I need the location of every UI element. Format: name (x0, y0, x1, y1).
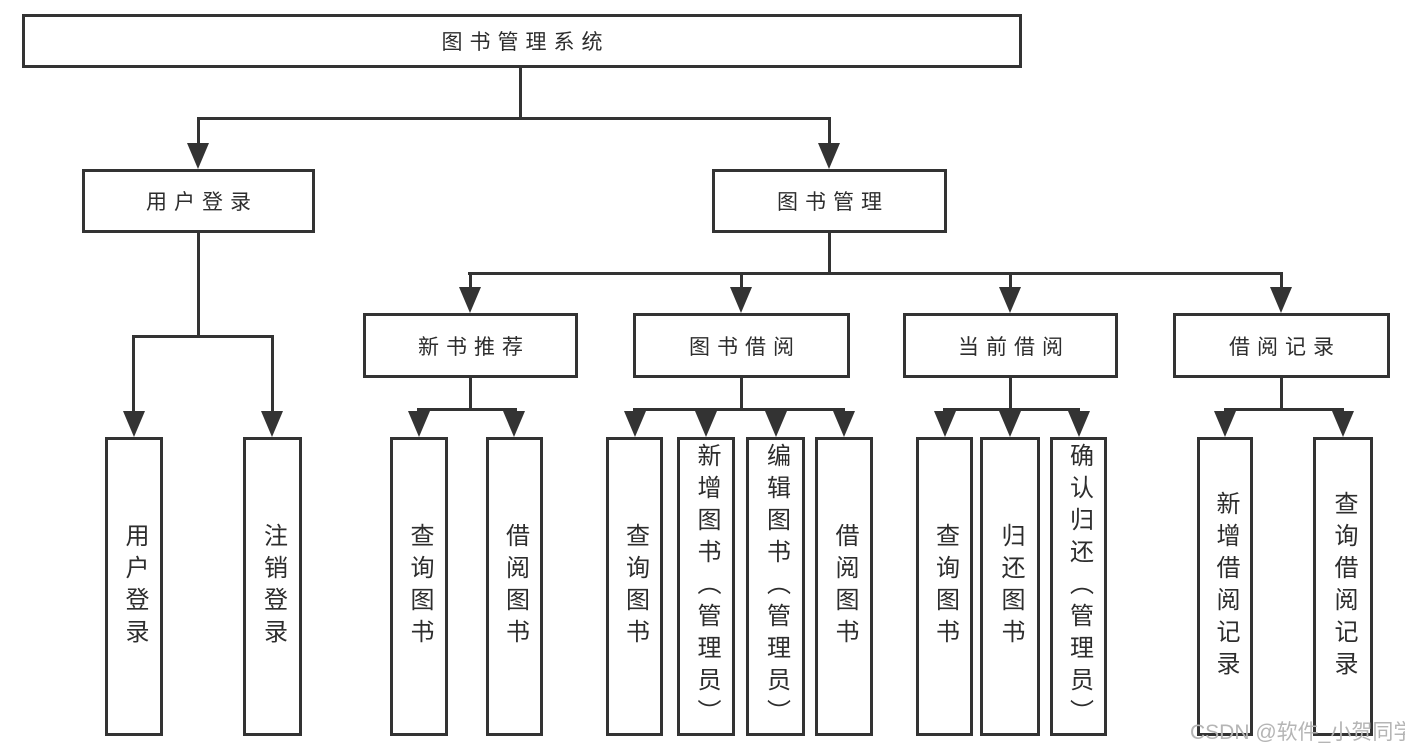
leaf-label: 查询图书 (931, 522, 959, 651)
connector-current-borrowing-stem (1009, 378, 1012, 411)
leaf-label: 注销登录 (259, 522, 287, 651)
arrow-to-leaf (765, 411, 787, 437)
arrow-to-leaf (1068, 411, 1090, 437)
leaf-edit-books-admin: 编辑图书（管理员） (746, 437, 805, 736)
leaf-add-books-admin: 新增图书（管理员） (677, 437, 735, 736)
connector-book-management-bar (468, 272, 1282, 275)
node-new-book-recommend: 新书推荐 (363, 313, 578, 378)
node-label: 用户登录 (146, 191, 258, 214)
connector-new-book-bar (417, 408, 517, 411)
leaf-borrow-books: 借阅图书 (815, 437, 873, 736)
leaf-return-books: 归还图书 (980, 437, 1040, 736)
arrow-to-leaf (695, 411, 717, 437)
arrow-to-borrow-records (1270, 287, 1292, 313)
connector-root-right-drop (828, 117, 831, 147)
arrow-to-leaf (934, 411, 956, 437)
connector-drop (469, 272, 472, 290)
connector-book-management-stem (828, 233, 831, 275)
connector-borrow-records-bar (1224, 408, 1344, 411)
connector-user-login-bar (132, 335, 274, 338)
node-user-login: 用户登录 (82, 169, 315, 233)
arrow-to-leaf (1332, 411, 1354, 437)
leaf-add-borrow-record: 新增借阅记录 (1197, 437, 1253, 736)
node-book-borrowing: 图书借阅 (633, 313, 850, 378)
leaf-label: 借阅图书 (831, 522, 858, 651)
connector-drop (132, 335, 135, 413)
leaf-query-borrow-record: 查询借阅记录 (1313, 437, 1373, 736)
arrow-to-leaf (1214, 411, 1236, 437)
connector-new-book-stem (469, 378, 472, 411)
connector-current-borrowing-bar (943, 408, 1080, 411)
leaf-label: 确认归还（管理员） (1065, 442, 1093, 731)
leaf-label: 查询借阅记录 (1330, 490, 1357, 683)
arrow-to-book-management (818, 143, 840, 169)
arrow-to-current-borrowing (999, 287, 1021, 313)
leaf-user-login: 用户登录 (105, 437, 163, 736)
arrow-to-leaf (408, 411, 430, 437)
connector-book-borrowing-stem (740, 378, 743, 411)
connector-drop (1009, 272, 1012, 290)
node-label: 借阅记录 (1229, 335, 1341, 359)
connector-drop (1280, 272, 1283, 290)
leaf-label: 新增借阅记录 (1212, 490, 1239, 683)
leaf-query-books-current: 查询图书 (916, 437, 973, 736)
connector-drop (271, 335, 274, 413)
connector-root-bar (197, 117, 831, 120)
node-label: 图书管理系统 (441, 31, 610, 54)
connector-root-left-drop (197, 117, 200, 147)
arrow-to-leaf-logout (261, 411, 283, 437)
connector-book-borrowing-bar (633, 408, 845, 411)
leaf-confirm-return-admin: 确认归还（管理员） (1050, 437, 1107, 736)
csdn-watermark: CSDN @软件_小贺同学 (1190, 721, 1405, 744)
arrow-to-leaf (999, 411, 1021, 437)
leaf-logout: 注销登录 (243, 437, 302, 736)
arrow-to-leaf (503, 411, 525, 437)
connector-user-login-stem (197, 233, 200, 337)
connector-drop (740, 272, 743, 290)
leaf-label: 查询图书 (621, 522, 649, 651)
leaf-label: 用户登录 (121, 522, 148, 651)
leaf-label: 查询图书 (406, 522, 433, 651)
arrow-to-leaf (624, 411, 646, 437)
node-book-management: 图书管理 (712, 169, 947, 233)
arrow-to-leaf (833, 411, 855, 437)
node-borrow-records: 借阅记录 (1173, 313, 1390, 378)
node-label: 新书推荐 (418, 335, 530, 359)
leaf-query-books-borrowing: 查询图书 (606, 437, 663, 736)
arrow-to-new-book-recommend (459, 287, 481, 313)
node-label: 图书借阅 (689, 335, 801, 359)
arrow-to-leaf-user-login (123, 411, 145, 437)
node-current-borrowing: 当前借阅 (903, 313, 1118, 378)
leaf-borrow-books-recommend: 借阅图书 (486, 437, 543, 736)
arrow-to-book-borrowing (730, 287, 752, 313)
node-label: 当前借阅 (958, 335, 1070, 359)
leaf-query-books-recommend: 查询图书 (390, 437, 448, 736)
arrow-to-user-login (187, 143, 209, 169)
connector-root-stem (519, 68, 522, 118)
leaf-label: 借阅图书 (501, 522, 529, 651)
node-book-management-system: 图书管理系统 (22, 14, 1022, 68)
leaf-label: 新增图书（管理员） (693, 442, 720, 731)
leaf-label: 归还图书 (997, 522, 1024, 651)
connector-borrow-records-stem (1280, 378, 1283, 411)
leaf-label: 编辑图书（管理员） (762, 442, 790, 731)
node-label: 图书管理 (777, 191, 889, 214)
